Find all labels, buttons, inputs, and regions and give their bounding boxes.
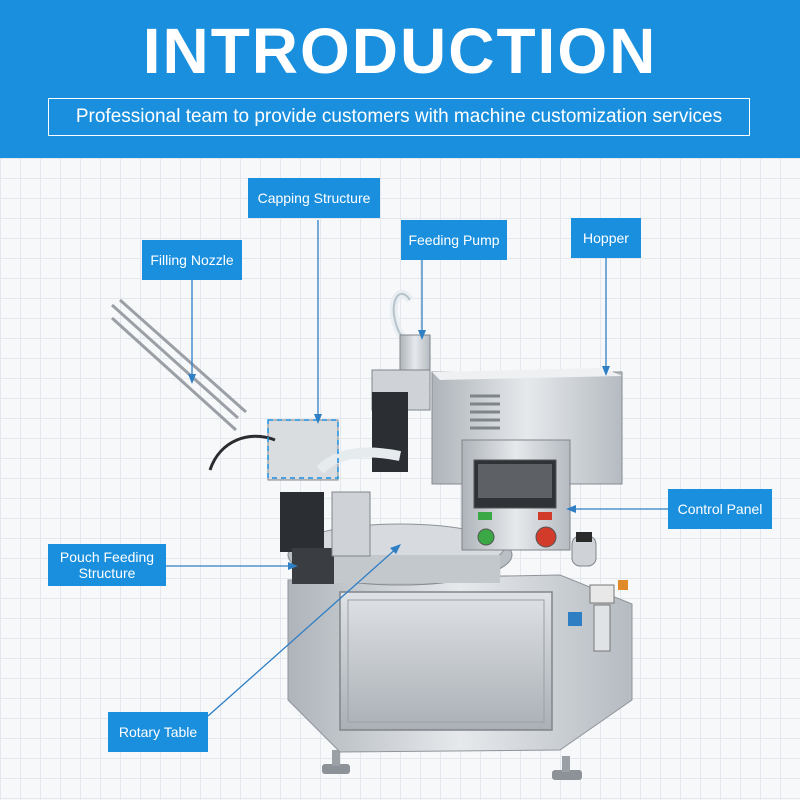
page-subtitle: Professional team to provide customers w…	[48, 98, 750, 136]
air-regulator	[568, 580, 628, 652]
label-hopper: Hopper	[571, 218, 641, 258]
label-feeding-pump: Feeding Pump	[401, 220, 507, 260]
machine-feet	[322, 750, 582, 780]
page-title: INTRODUCTION	[142, 15, 658, 87]
label-pouch-feeding-line2: Structure	[78, 565, 136, 581]
capping-highlight	[267, 419, 339, 479]
capping-structure-unit	[208, 419, 401, 552]
base-cabinet	[287, 574, 633, 753]
control-panel-unit	[461, 439, 597, 567]
leader-arrows	[188, 330, 610, 570]
leader-lines	[166, 220, 668, 717]
label-pouch-feeding-line1: Pouch Feeding	[59, 549, 155, 565]
feeding-pump	[371, 290, 431, 472]
filling-nozzle-arm	[110, 298, 247, 432]
header-banner: INTRODUCTION Professional team to provid…	[0, 0, 800, 158]
label-pouch-feeding-structure: Pouch Feeding Structure	[48, 544, 166, 586]
label-control-panel: Control Panel	[668, 489, 772, 529]
label-rotary-table: Rotary Table	[108, 712, 208, 752]
pouch-feeding-unit	[292, 491, 371, 584]
label-filling-nozzle: Filling Nozzle	[142, 240, 242, 280]
label-capping-structure: Capping Structure	[248, 178, 380, 218]
